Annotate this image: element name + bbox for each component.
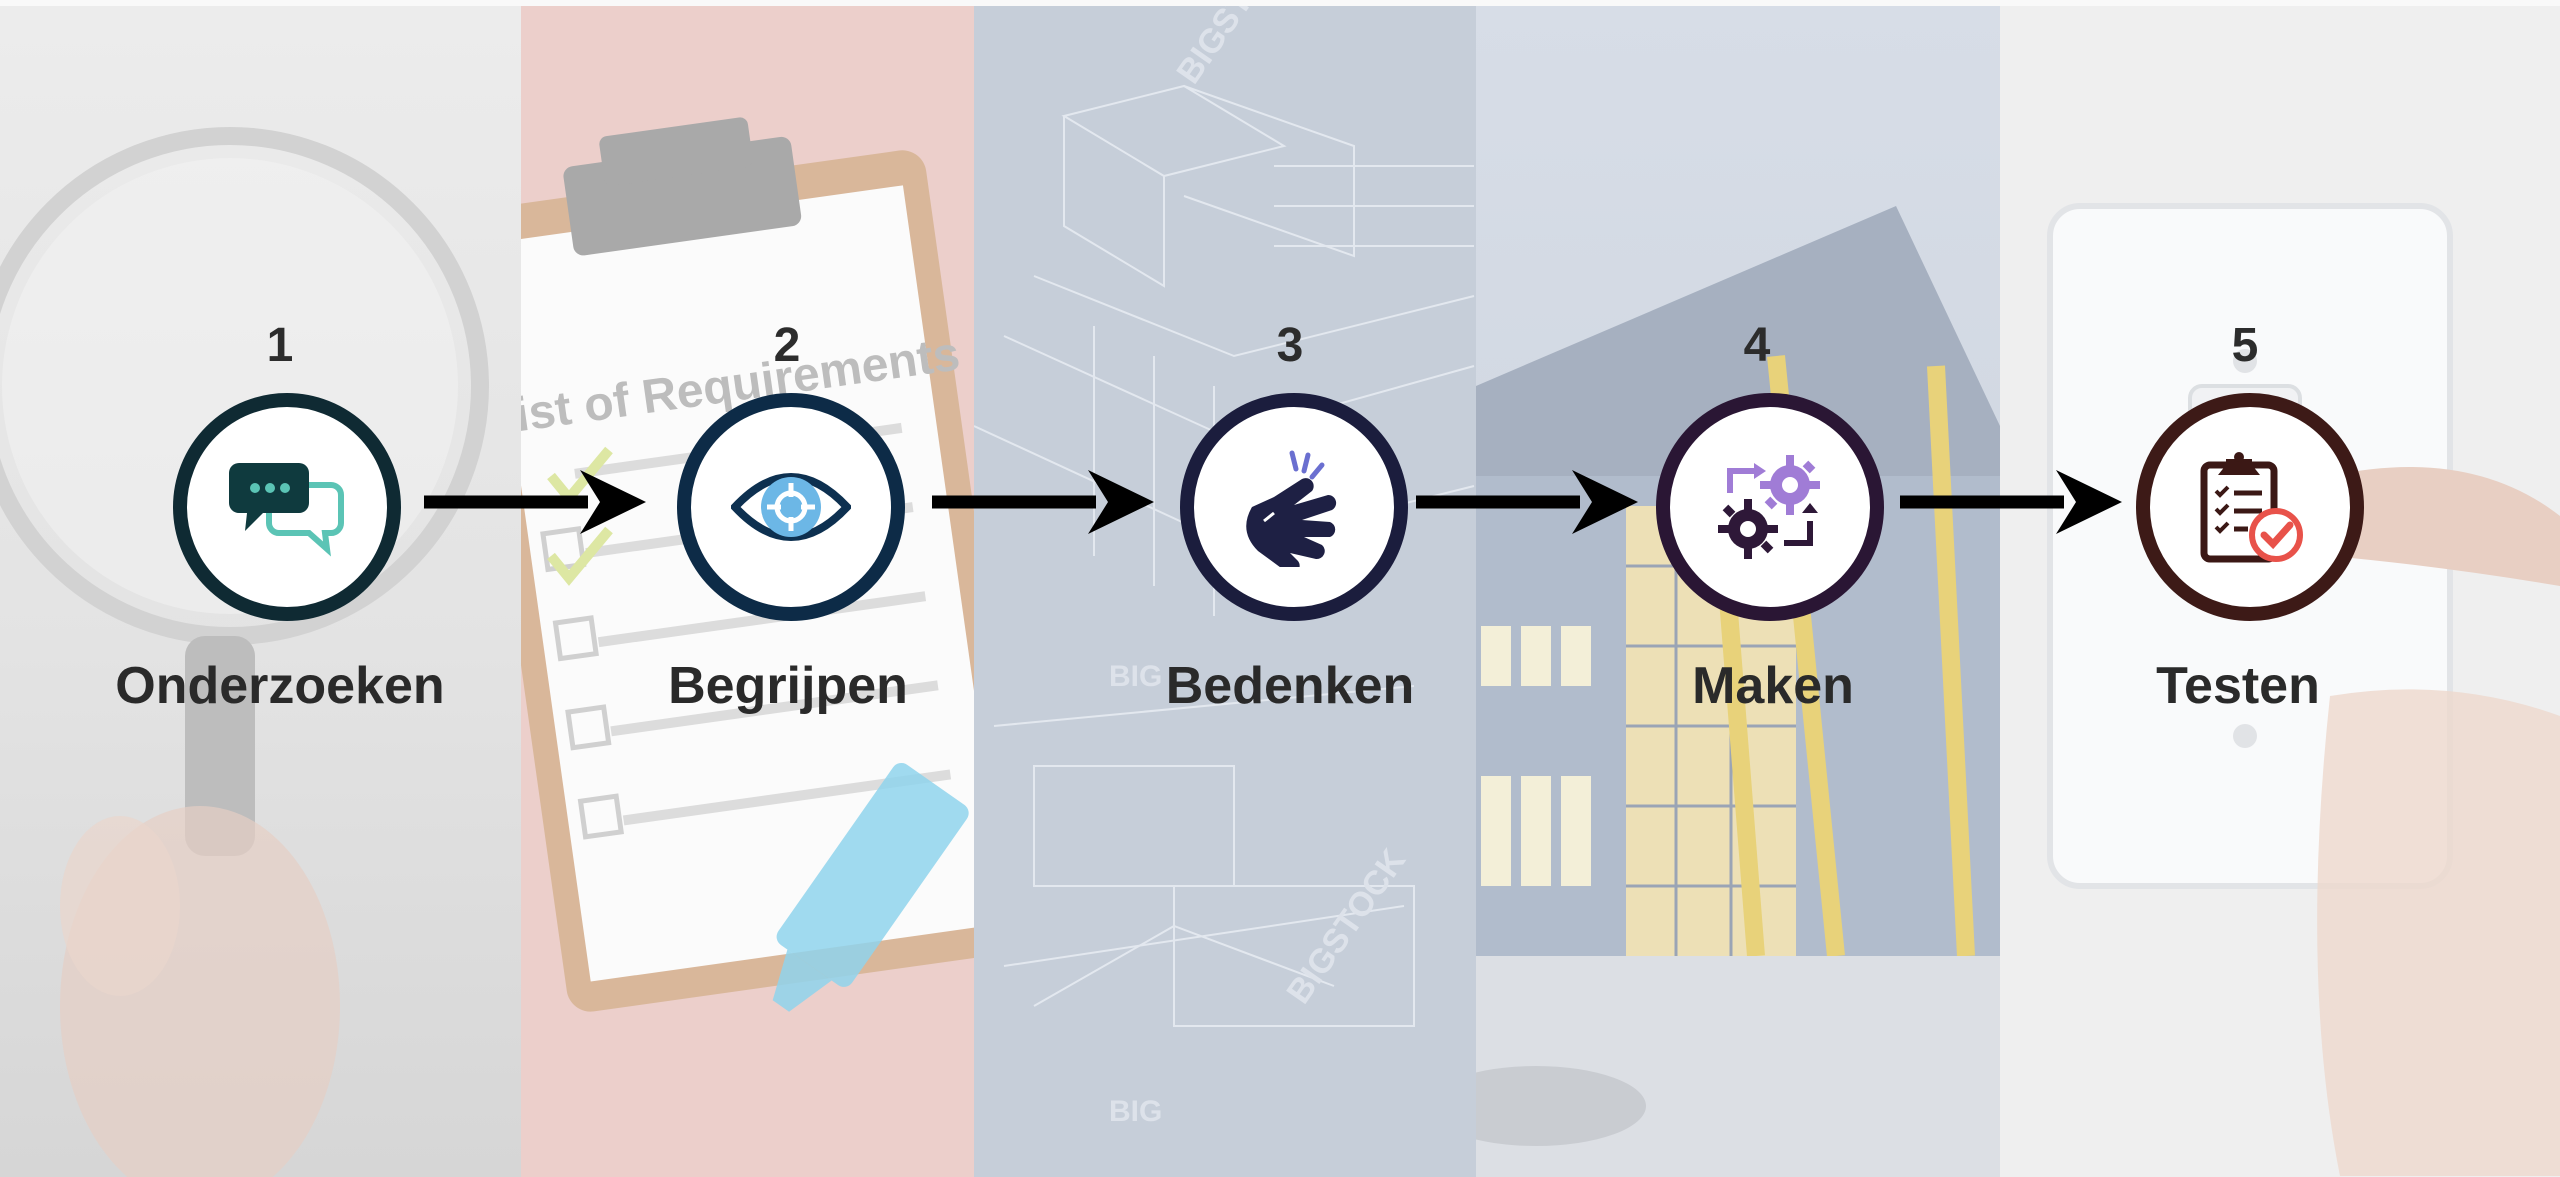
step-label: Maken	[1692, 657, 1854, 715]
arrow-right-icon	[424, 470, 646, 534]
step-circle	[2136, 393, 2364, 621]
step-label: Onderzoeken	[115, 657, 445, 715]
finger-snap-icon	[1246, 450, 1337, 567]
step-number: 2	[773, 319, 801, 372]
arrow-right-icon	[932, 470, 1154, 534]
gears-cycle-icon	[1718, 455, 1820, 559]
top-border	[0, 0, 2560, 6]
step-label: Begrijpen	[668, 657, 908, 715]
step-circle	[173, 393, 401, 621]
step-circle	[677, 393, 905, 621]
step-circle	[1656, 393, 1884, 621]
building-illustration	[1476, 206, 2000, 1177]
step-number: 5	[2231, 319, 2259, 372]
step-number: 1	[266, 319, 294, 372]
watermark-text: BIG	[1109, 1095, 1162, 1128]
arrow-right-icon	[1416, 470, 1638, 534]
chat-bubbles-icon	[229, 463, 344, 557]
watermark-text: BIG	[1109, 660, 1162, 693]
arrow-right-icon	[1900, 470, 2122, 534]
step-number: 3	[1276, 319, 1304, 372]
clipboard-check-icon	[2200, 452, 2303, 563]
step-label: Bedenken	[1165, 657, 1415, 715]
step-circle	[1180, 393, 1408, 621]
clipboard-illustration: List of Requirements	[521, 117, 974, 1012]
eye-target-icon	[731, 473, 851, 541]
step-number: 4	[1743, 319, 1771, 372]
watermark-text: BIGSTOCK	[1279, 842, 1413, 1011]
step-label: Testen	[2156, 657, 2320, 715]
watermark-text: BIGSTOCK	[1169, 6, 1303, 91]
